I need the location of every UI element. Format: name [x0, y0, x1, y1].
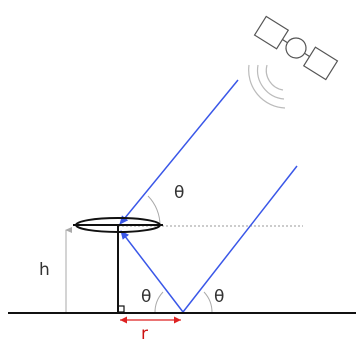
antenna-icon: [73, 217, 163, 233]
theta-label-left: θ: [141, 287, 151, 307]
signal-arcs: [248, 64, 286, 109]
angle-arc-left: [154, 291, 164, 314]
angle-arc-right: [203, 291, 213, 314]
signal-rays: [119, 79, 298, 313]
direct-ray: [119, 79, 239, 225]
distance-label: r: [141, 324, 148, 344]
angle-arcs: [147, 195, 213, 314]
reflected-ray-outgoing: [120, 230, 184, 313]
reflected-ray-incoming: [182, 165, 298, 313]
theta-label-top: θ: [174, 183, 184, 203]
theta-label-right: θ: [214, 287, 224, 307]
height-label: h: [39, 260, 50, 280]
satellite-icon: [253, 15, 339, 81]
